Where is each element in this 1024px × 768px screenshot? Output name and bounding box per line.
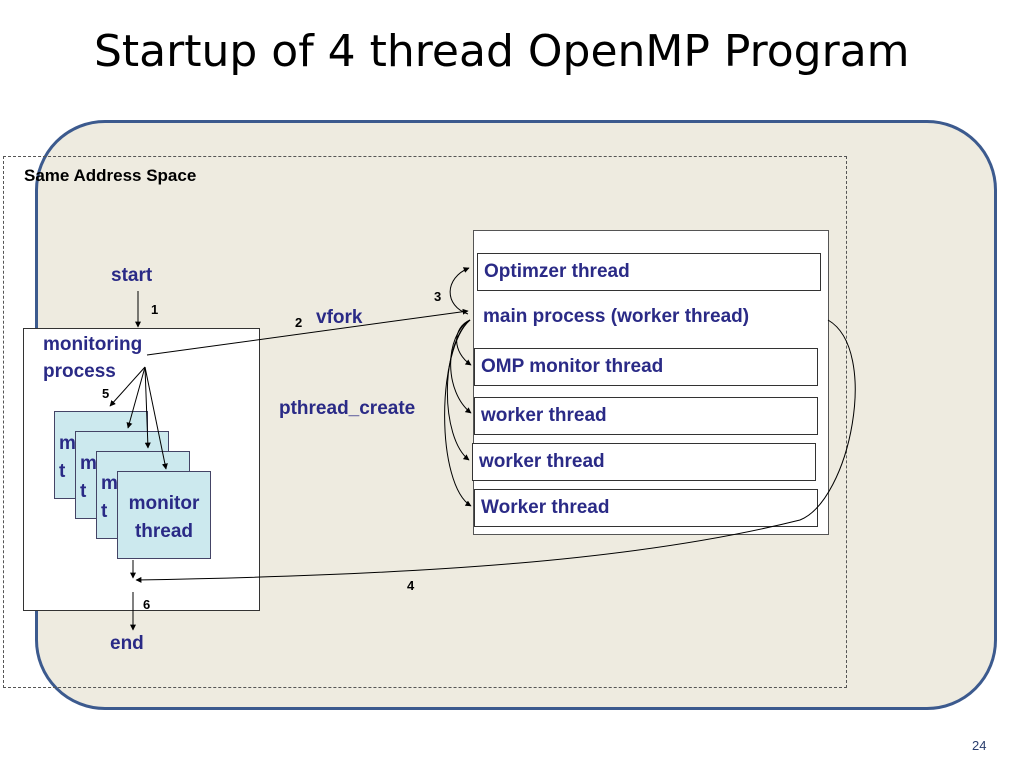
monitoring-process-label-line1: monitoring (43, 334, 143, 355)
worker-thread-box-3: Worker thread (474, 489, 818, 527)
step-number-3: 3 (434, 289, 442, 304)
step-number-2: 2 (295, 315, 303, 330)
monitor-thread-card-front: monitor thread (117, 471, 211, 559)
monitor-thread-card-front-line1: monitor (128, 493, 200, 514)
monitor-thread-card-1-line1: m (59, 433, 76, 454)
optimizer-thread-box: Optimzer thread (477, 253, 821, 291)
step-number-1: 1 (151, 302, 159, 317)
step-number-5: 5 (102, 386, 110, 401)
address-space-label: Same Address Space (24, 166, 197, 185)
arrow-exit-to-monitor (135, 319, 856, 583)
arrow-vfork (146, 308, 469, 356)
arrow-fork-card-2 (126, 366, 146, 429)
arrow-worker-2 (446, 319, 471, 461)
monitor-thread-card-2-line2: t (80, 481, 87, 502)
main-process-label: main process (worker thread) (483, 306, 750, 327)
arrow-worker-3 (444, 319, 472, 507)
monitoring-process-label-line2: process (43, 361, 116, 382)
arrow-optimizer (449, 267, 470, 315)
page-number: 24 (972, 738, 987, 753)
monitor-thread-card-2-line1: m (80, 453, 97, 474)
arrow-fork-card-4 (144, 366, 168, 470)
step-number-4: 4 (407, 578, 415, 593)
monitor-thread-card-3-line2: t (101, 501, 108, 522)
omp-monitor-thread-box: OMP monitor thread (474, 348, 818, 386)
worker-thread-box-2: worker thread (472, 443, 816, 481)
worker-thread-box-1: worker thread (474, 397, 818, 435)
monitor-thread-card-1-line2: t (59, 461, 66, 482)
slide-title: Startup of 4 thread OpenMP Program (94, 26, 910, 77)
address-space-box (3, 156, 847, 688)
vfork-label: vfork (316, 307, 363, 328)
monitor-thread-card-front-line2: thread (134, 521, 194, 542)
step-number-6: 6 (143, 597, 151, 612)
arrow-fork-card-3 (144, 366, 151, 449)
arrow-worker-1 (450, 319, 472, 414)
pthread-create-label: pthread_create (279, 398, 416, 419)
start-label: start (111, 265, 153, 286)
monitor-thread-card-3-line1: m (101, 473, 118, 494)
end-label: end (110, 633, 144, 654)
arrow-fork-card-1 (109, 366, 146, 407)
